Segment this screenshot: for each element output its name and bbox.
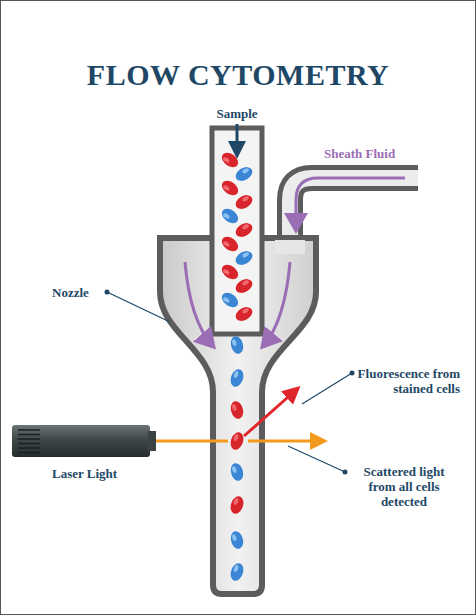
blue-cell — [229, 530, 245, 550]
blue-cell — [233, 248, 255, 267]
label: Sample — [187, 106, 287, 121]
cells — [219, 150, 255, 583]
red-cell — [228, 494, 245, 515]
cell-highlight — [222, 156, 230, 163]
red-cell — [219, 150, 241, 170]
cell-highlight — [222, 240, 230, 247]
cell-highlight — [233, 565, 239, 573]
leader-line — [107, 292, 170, 322]
cell-highlight — [242, 223, 250, 230]
grille-line — [18, 434, 40, 436]
grille-line — [18, 447, 40, 449]
flow-arrow — [264, 262, 290, 345]
cell-highlight — [242, 307, 250, 314]
blue-cell — [228, 367, 245, 388]
red-cell — [233, 220, 255, 239]
laser-grille — [18, 430, 40, 453]
laser-body — [12, 425, 150, 457]
grille-line — [18, 452, 40, 454]
label: Scattered light from all cells detected — [350, 464, 458, 509]
cell-highlight — [231, 339, 237, 347]
cell-highlight — [222, 296, 230, 303]
blue-cell — [229, 335, 245, 355]
cell-highlight — [222, 184, 230, 191]
label: Nozzle — [52, 285, 112, 300]
cell-highlight — [242, 251, 250, 258]
red-cell — [228, 430, 245, 451]
diagram-title: FLOW CYTOMETRY — [0, 58, 476, 92]
flow-arrow — [185, 262, 212, 345]
scattered-beam — [248, 440, 322, 443]
sheath-flow-arrow — [296, 178, 405, 228]
fluorescence-arrow — [244, 390, 296, 436]
red-cell — [219, 234, 241, 254]
cell-highlight — [231, 466, 237, 474]
blue-cell — [229, 462, 245, 482]
red-cell — [219, 262, 241, 282]
blue-cell — [233, 164, 255, 183]
grille-line — [18, 438, 40, 440]
cell-highlight — [231, 404, 237, 412]
cell-highlight — [242, 195, 250, 202]
leader-line — [288, 446, 345, 472]
label: Fluorescence from stained cells — [330, 366, 460, 396]
red-cell — [233, 192, 255, 211]
cell-highlight — [242, 279, 250, 286]
cell-highlight — [242, 167, 250, 174]
grille-line — [18, 443, 40, 445]
cell-highlight — [222, 268, 230, 275]
grille-line — [18, 429, 40, 431]
red-cell — [229, 400, 245, 420]
blue-cell — [219, 290, 241, 310]
cell-highlight — [233, 498, 239, 506]
leader-line — [302, 373, 352, 404]
red-cell — [233, 276, 255, 295]
blue-cell — [219, 206, 241, 226]
label: Laser Light — [52, 466, 162, 481]
red-cell — [233, 304, 255, 323]
sample-arrow — [236, 124, 239, 150]
cell-highlight — [222, 212, 230, 219]
cell-highlight — [231, 534, 237, 542]
cell-highlight — [233, 434, 239, 442]
laser-beam — [156, 440, 228, 443]
sample-tube — [212, 128, 262, 334]
label: Sheath Fluid — [324, 146, 454, 161]
blue-cell — [228, 561, 245, 582]
laser-aperture — [148, 431, 156, 451]
pipe-join — [275, 240, 305, 254]
cell-highlight — [233, 371, 239, 379]
red-cell — [219, 178, 241, 198]
nozzle-body — [160, 238, 316, 594]
